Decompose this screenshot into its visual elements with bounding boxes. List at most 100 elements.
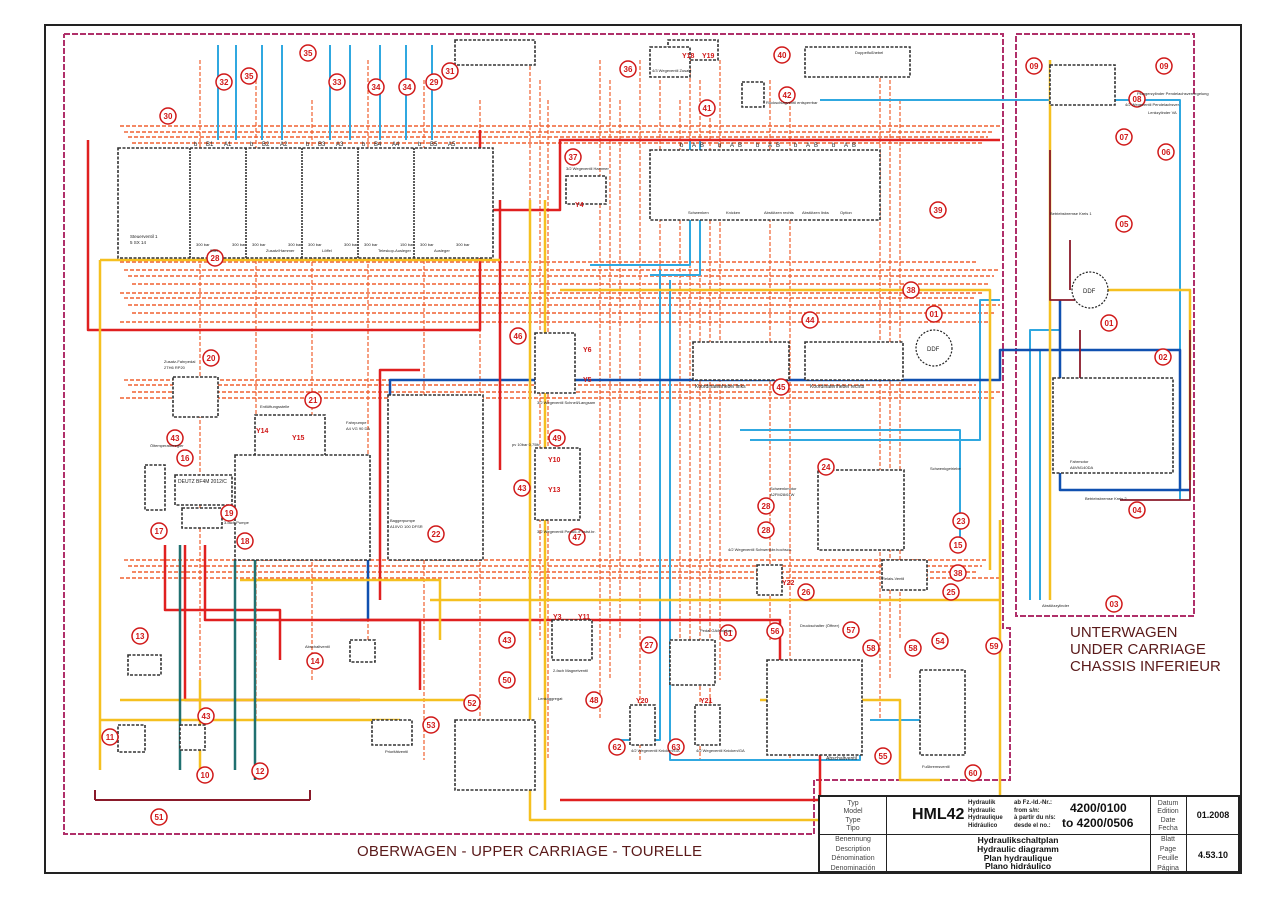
callout-39: 39 — [929, 201, 947, 219]
page-label-de: Blatt — [1160, 836, 1175, 844]
magnet-48-name: 2-fach Magnetventil — [553, 668, 588, 673]
callout-number: 33 — [333, 78, 342, 87]
callout-circle — [773, 46, 791, 64]
cv2-port-B: B — [814, 143, 818, 149]
rotary-joint-label: DDF — [927, 347, 940, 353]
callout-circle — [197, 707, 215, 725]
cv1-relief-b: 300 bar — [288, 242, 302, 247]
breather-filter-10 — [179, 724, 206, 751]
callout-number: 53 — [427, 721, 436, 730]
accumulator-49-note: pv 10bar 0,75ltr. — [512, 442, 541, 447]
callout-number: 09 — [1160, 62, 1169, 71]
callout-number: 47 — [573, 533, 582, 542]
pump-22-name: Baggerpumpe — [390, 518, 416, 523]
callout-26: 26 — [797, 583, 815, 601]
upper-carriage-title: OBERWAGEN - UPPER CARRIAGE - TOURELLE — [357, 843, 703, 860]
callout-number: 01 — [1105, 319, 1114, 328]
outrigger-cylinder-name: Abstützzylinder — [1042, 603, 1070, 608]
cv2-port-B: B — [852, 143, 856, 149]
callout-number: 43 — [202, 712, 211, 721]
callout-circle — [925, 305, 943, 323]
callout-circle — [1105, 595, 1123, 613]
valve-62-name: 4/2 Wegeventil Knicken/GA — [631, 748, 680, 753]
callout-number: 02 — [1159, 353, 1168, 362]
callout-circle — [904, 639, 922, 657]
callout-32: 32 — [215, 73, 233, 91]
callout-47: 47 — [568, 528, 586, 546]
callout-number: 43 — [518, 484, 527, 493]
cv1-port-B: B1 — [206, 142, 214, 148]
callout-number: 42 — [783, 91, 792, 100]
callout-number: 59 — [990, 642, 999, 651]
drawing-name-de: Hydraulikschaltplan — [977, 835, 1059, 845]
callout-circle — [240, 67, 258, 85]
cv1-relief-a: 300 bar — [252, 242, 266, 247]
drawing-names: Hydraulikschaltplan Hydraulic diagramm P… — [886, 836, 1150, 871]
cv1-port-b: b — [194, 142, 198, 148]
cv2-section-label: Abstützen rechts — [764, 210, 794, 215]
callout-28: 28 — [757, 521, 775, 539]
callout-circle — [367, 78, 385, 96]
from-labels: ab Fz.-Id.-Nr.: from s/n: à partir du n/… — [1014, 800, 1056, 830]
swing-motor-code: A2FM28/61W — [770, 492, 795, 497]
cv1-name: Steuerventil 1 — [130, 234, 158, 239]
brake-circuit-1-name: Betriebsbremse Kreis 1 — [1050, 211, 1092, 216]
callout-circle — [949, 536, 967, 554]
callout-19: 19 — [220, 504, 238, 522]
callout-46: 46 — [509, 327, 527, 345]
callout-circle — [564, 148, 582, 166]
cv2-section-label: Option — [840, 210, 852, 215]
cv1-section-label: Teleskop-Ausleger — [378, 248, 412, 253]
serial-from: 4200/0100 — [1070, 801, 1127, 815]
callout-29: 29 — [425, 73, 443, 91]
pressure-line — [163, 545, 282, 660]
callout-circle — [929, 201, 947, 219]
cv1-port-b: b — [306, 142, 310, 148]
name-label-en: Description — [835, 845, 871, 853]
serial-to: to 4200/0506 — [1062, 816, 1134, 830]
callout-circle — [772, 378, 790, 396]
shuttle-valve-13 — [127, 654, 162, 676]
solenoid-y19: Y19 — [702, 53, 715, 60]
callout-number: 62 — [613, 743, 622, 752]
from-label-de: ab Fz.-Id.-Nr.: — [1014, 800, 1052, 806]
callout-circle — [985, 637, 1003, 655]
callout-51: 51 — [150, 808, 168, 826]
valve-63 — [694, 704, 721, 746]
cv2-port-A: A — [806, 143, 810, 149]
callout-number: 28 — [211, 254, 220, 263]
callout-circle — [299, 44, 317, 62]
callout-43: 43 — [513, 479, 531, 497]
callout-circle — [1128, 90, 1146, 108]
date-label-de: Datum — [1157, 799, 1179, 807]
joystick-40-name: Doppelfußhebel — [855, 50, 883, 55]
brake-circuit-2-name: Betriebsbremse Kreis 2 — [1085, 496, 1127, 501]
type-label-es: Tipo — [846, 825, 860, 833]
name-labels: Benennung Description Dénomination Denom… — [820, 835, 886, 873]
brake-valve-54 — [919, 669, 966, 756]
system-label-en: Hydraulic — [968, 807, 996, 814]
callout-number: 15 — [954, 541, 963, 550]
under-carriage-frame — [1015, 33, 1195, 617]
solenoid-y20: Y20 — [636, 698, 649, 705]
valve-37-name: 3/2 Wegeventil Hammer — [566, 166, 610, 171]
upper-carriage-frame — [63, 33, 1011, 835]
pressure-line — [378, 368, 420, 600]
cv1-port-b: b — [362, 142, 366, 148]
valve-47-pedal — [534, 447, 581, 521]
callout-number: 18 — [241, 537, 250, 546]
callout-17: 17 — [150, 522, 168, 540]
callout-circle — [509, 327, 527, 345]
callout-circle — [441, 62, 459, 80]
callout-number: 52 — [468, 699, 477, 708]
callout-55: 55 — [874, 747, 892, 765]
callout-37: 37 — [564, 148, 582, 166]
rotary-joint-ddf — [915, 329, 953, 367]
cutoff-valve-14 — [349, 639, 376, 663]
callout-38: 38 — [949, 564, 967, 582]
callout-number: 40 — [778, 51, 787, 60]
component-boxes — [117, 39, 1174, 791]
callout-16: 16 — [176, 449, 194, 467]
steer-cylinder-name: Lenkzylinder VA — [1148, 110, 1177, 115]
cv2-section-label: Schwenken — [688, 210, 709, 215]
